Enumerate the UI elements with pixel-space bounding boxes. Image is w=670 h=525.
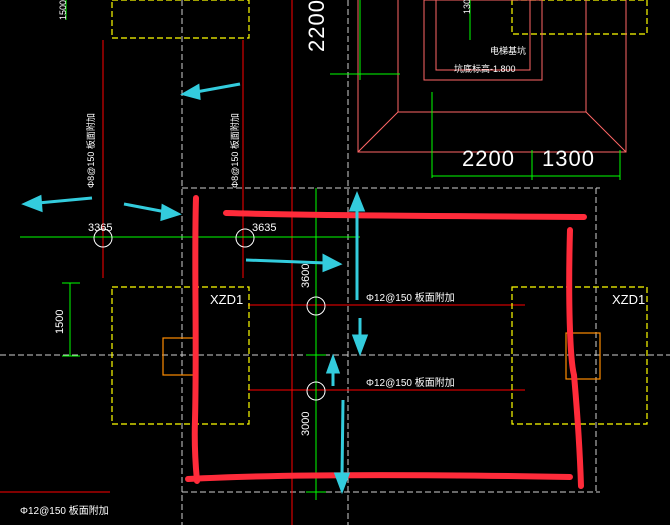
dim-1300-top: 1300 <box>462 0 472 14</box>
dim-3600: 3600 <box>300 263 312 288</box>
rebar-label-bottom: Φ12@150 板面附加 <box>20 506 109 517</box>
dim-2200-horizontal: 2200 <box>462 146 515 171</box>
dim-3000: 3000 <box>300 411 312 436</box>
dim-1300-horizontal: 1300 <box>542 146 595 171</box>
axis-circles <box>93 228 326 401</box>
elevator-pit <box>357 0 627 153</box>
rebar-label-mid-2: Φ12@150 板面附加 <box>366 378 455 389</box>
xzd-label-left: XZD1 <box>210 292 244 307</box>
elevator-pit-label: 电梯基坑 <box>490 46 527 56</box>
rebar-label-left-2: Φ8@150 板面附加 <box>230 113 240 188</box>
annotation-arrows <box>21 82 369 495</box>
rebar-label-mid-1: Φ12@150 板面附加 <box>366 293 455 304</box>
dim-3635: 3635 <box>252 222 277 234</box>
columns <box>162 332 601 380</box>
pit-elevation-label: 坑底标高-1.800 <box>454 64 516 74</box>
dim-2200-vertical: 2200 <box>304 0 329 52</box>
rebar-label-left-1: Φ8@150 板面附加 <box>86 113 96 188</box>
xzd-label-right: XZD1 <box>612 292 646 307</box>
dim-1500-left: 1500 <box>54 309 66 334</box>
dim-3365: 3365 <box>88 222 113 234</box>
dimension-lines <box>20 0 621 500</box>
column-outlines <box>111 0 648 425</box>
red-axis-lines <box>0 0 525 525</box>
highlight-boundary <box>185 195 587 489</box>
dim-1500-top: 1500 <box>58 0 68 20</box>
